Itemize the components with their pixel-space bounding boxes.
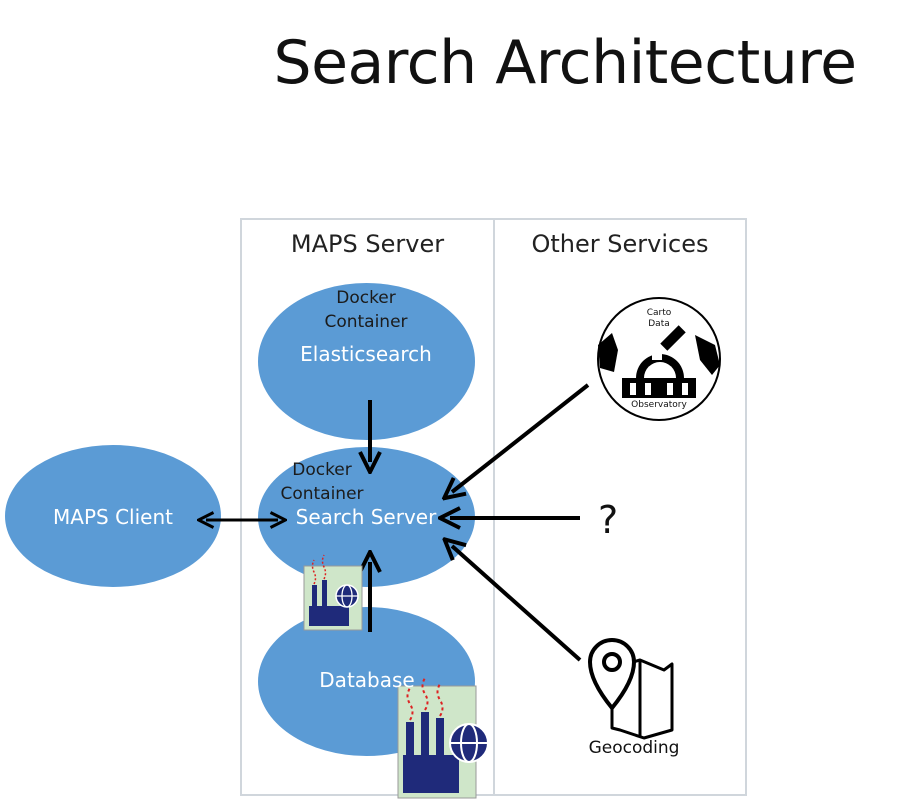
arrow-geocoding-to-search <box>452 546 582 662</box>
maps-client-node <box>5 445 221 587</box>
map-pin-icon <box>587 638 674 740</box>
elasticsearch-label: Elasticsearch <box>300 342 432 366</box>
database-factory-icon <box>303 554 489 799</box>
database-label: Database <box>319 668 415 692</box>
carto-label: Carto Data <box>646 308 672 329</box>
geocoding-label: Geocoding <box>588 738 680 758</box>
other-services-panel: Other Services <box>493 218 747 796</box>
search-server-label: Search Server <box>295 505 437 529</box>
other-services-label: Other Services <box>531 230 709 258</box>
search-server-container-label: Docker Container <box>280 460 364 504</box>
elasticsearch-node <box>258 283 475 440</box>
elasticsearch-container-label: Docker Container <box>324 288 408 332</box>
maps-client-label: MAPS Client <box>53 505 173 529</box>
carto-observatory-icon <box>597 297 721 421</box>
page-title: Search Architecture <box>273 28 857 98</box>
observatory-label: Observatory <box>631 400 687 410</box>
unknown-service-label: ? <box>598 498 619 542</box>
maps-server-label: MAPS Server <box>290 230 445 258</box>
arrow-carto-to-search <box>452 383 590 492</box>
